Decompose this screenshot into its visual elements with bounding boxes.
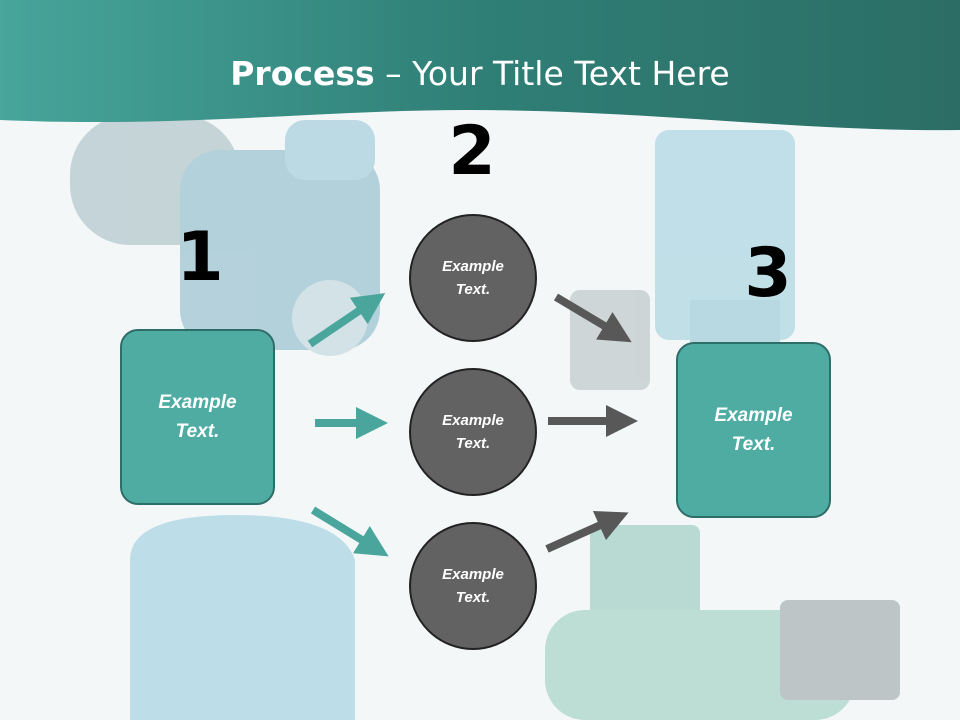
title-rest: – Your Title Text Here — [374, 54, 730, 93]
middle-node-center: Example Text. — [409, 368, 537, 496]
arrow-gray-up — [545, 510, 629, 553]
arrow-teal-up — [307, 293, 386, 348]
pump-image-top-left — [70, 115, 380, 356]
tank-image-bottom-left — [130, 515, 355, 720]
slide-title: Process – Your Title Text Here — [0, 52, 960, 96]
middle-node-bottom-label: Example Text. — [442, 566, 504, 606]
middle-node-center-label: Example Text. — [442, 412, 504, 452]
title-bold: Process — [230, 54, 375, 93]
step-number-3: 3 — [744, 234, 792, 313]
step-number-2: 2 — [448, 112, 496, 191]
step-1-label: Example Text. — [158, 392, 237, 442]
middle-node-bottom: Example Text. — [409, 522, 537, 650]
step-number-1: 1 — [176, 218, 224, 297]
pump-image-bottom-right — [545, 525, 900, 720]
step-3-label: Example Text. — [714, 405, 793, 455]
middle-node-top-label: Example Text. — [442, 258, 504, 298]
middle-node-top: Example Text. — [409, 214, 537, 342]
arrow-teal-down — [310, 506, 389, 557]
step-1-box: Example Text. — [120, 329, 275, 505]
arrow-gray-down — [553, 293, 632, 343]
step-3-box: Example Text. — [676, 342, 831, 518]
